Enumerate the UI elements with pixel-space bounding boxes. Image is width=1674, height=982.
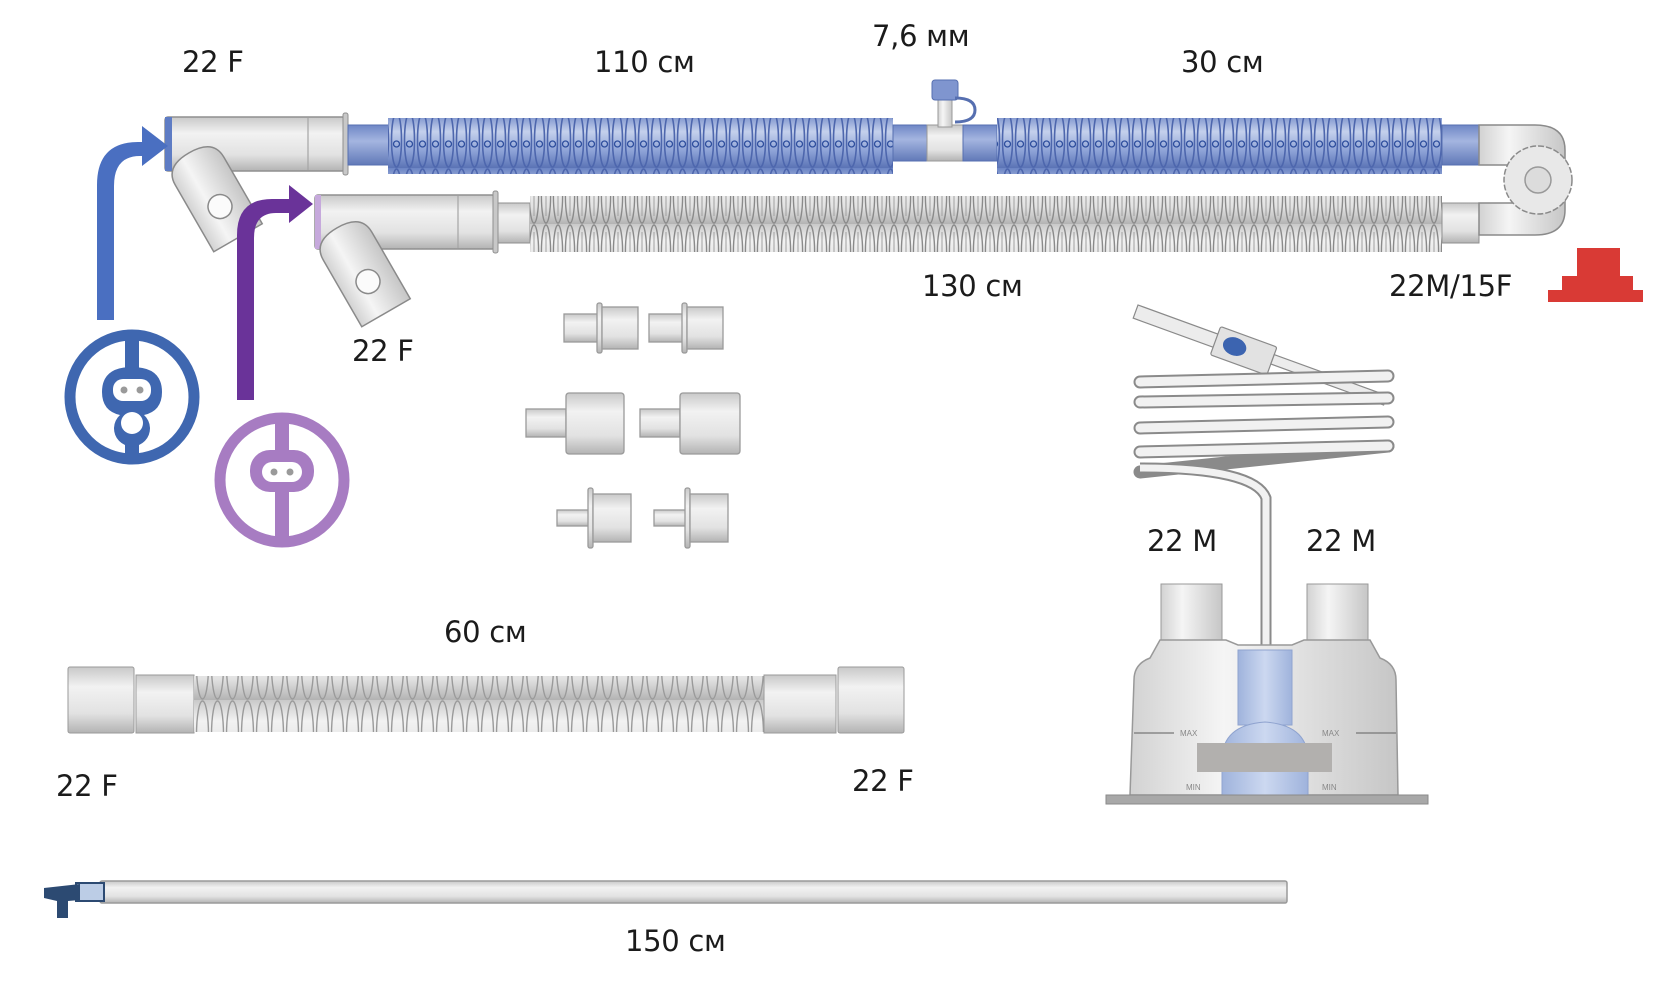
label-wye-connector: 22M/15F bbox=[1389, 269, 1513, 303]
adapters-set bbox=[525, 302, 741, 549]
label-inspiratory-limb-length: 110 см bbox=[594, 45, 695, 79]
label-extension-end-left: 22 F bbox=[56, 769, 118, 803]
inspiratory-arrow-icon bbox=[97, 126, 168, 320]
expiratory-hose-130cm bbox=[530, 196, 1442, 252]
label-inspiratory-distal-length: 30 см bbox=[1181, 45, 1264, 79]
chamber-base bbox=[1105, 794, 1429, 805]
wye-piece bbox=[1478, 124, 1573, 236]
label-sample-line-length: 150 см bbox=[625, 924, 726, 958]
adapter-large-2 bbox=[639, 392, 741, 455]
humidifier-chamber: MAX MAX MIN MIN bbox=[1105, 583, 1429, 805]
inspiratory-limb bbox=[164, 79, 1480, 253]
label-extension-end-right: 22 F bbox=[852, 764, 914, 798]
adapter-stepped-1 bbox=[556, 487, 632, 549]
chamber-port-left bbox=[1160, 583, 1223, 641]
inspiratory-hose-30cm bbox=[997, 118, 1442, 174]
label-chamber-port-left: 22 M bbox=[1147, 524, 1217, 558]
chamber-min-right: MIN bbox=[1322, 783, 1337, 792]
sampling-port bbox=[892, 79, 998, 162]
label-chamber-port-right: 22 M bbox=[1306, 524, 1376, 558]
expiratory-symbol-icon bbox=[214, 412, 350, 548]
temperature-probe-line bbox=[1132, 304, 1395, 660]
adapter-small-2 bbox=[648, 302, 724, 354]
adapter-stepped-2 bbox=[653, 487, 729, 549]
label-inspiratory-connector: 22 F bbox=[182, 45, 244, 79]
expiratory-arrow-icon bbox=[237, 185, 313, 400]
expiratory-patient-connector bbox=[314, 190, 499, 328]
extension-hose bbox=[67, 666, 905, 734]
sample-line bbox=[44, 880, 1288, 918]
label-port-diameter: 7,6 мм bbox=[872, 19, 970, 53]
chamber-max-right: MAX bbox=[1322, 729, 1340, 738]
inspiratory-hose-segment-1 bbox=[347, 124, 391, 166]
label-extension-length: 60 см bbox=[444, 615, 527, 649]
red-cap-icon bbox=[1548, 248, 1643, 302]
chamber-label-redacted bbox=[1197, 743, 1332, 772]
adapter-small-1 bbox=[563, 302, 639, 354]
inspiratory-hose-110cm bbox=[388, 118, 893, 174]
inspiratory-symbol-icon bbox=[64, 329, 200, 465]
chamber-min-left: MIN bbox=[1186, 783, 1201, 792]
chamber-port-right bbox=[1306, 583, 1369, 641]
adapter-large-1 bbox=[525, 392, 625, 455]
expiratory-limb bbox=[314, 190, 1480, 328]
chamber-max-left: MAX bbox=[1180, 729, 1198, 738]
label-expiratory-limb-length: 130 см bbox=[922, 269, 1023, 303]
label-expiratory-connector: 22 F bbox=[352, 334, 414, 368]
sample-line-connector-icon bbox=[44, 884, 80, 918]
